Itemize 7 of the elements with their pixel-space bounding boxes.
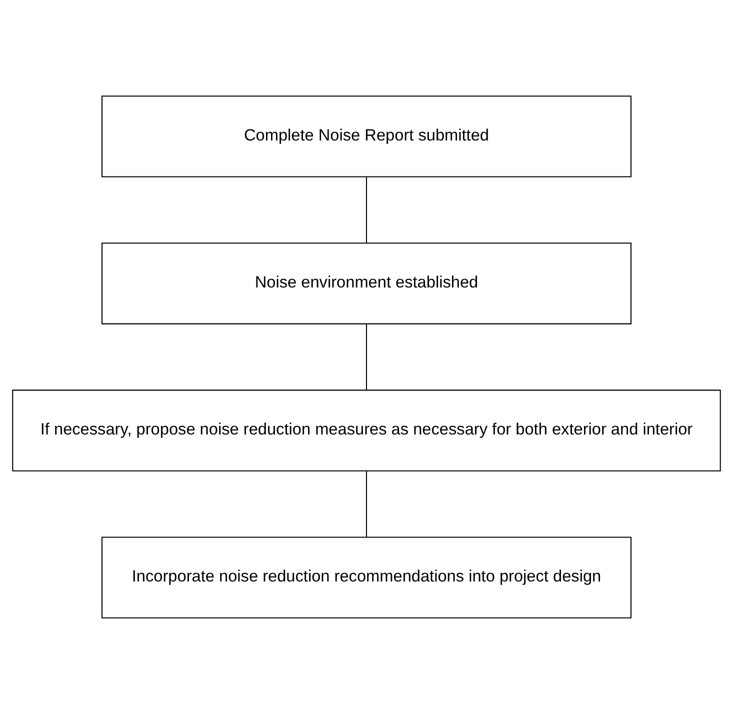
node-box: If necessary, propose noise reduction measures as necessary for both exterior and interior bbox=[12, 389, 721, 471]
connector bbox=[366, 470, 367, 536]
connector bbox=[366, 324, 367, 390]
node-box: Complete Noise Report submitted bbox=[102, 95, 632, 177]
node-box: Incorporate noise reduction recommendations into project design bbox=[102, 536, 632, 618]
connector bbox=[366, 176, 367, 242]
node-box: Noise environment established bbox=[102, 242, 632, 324]
